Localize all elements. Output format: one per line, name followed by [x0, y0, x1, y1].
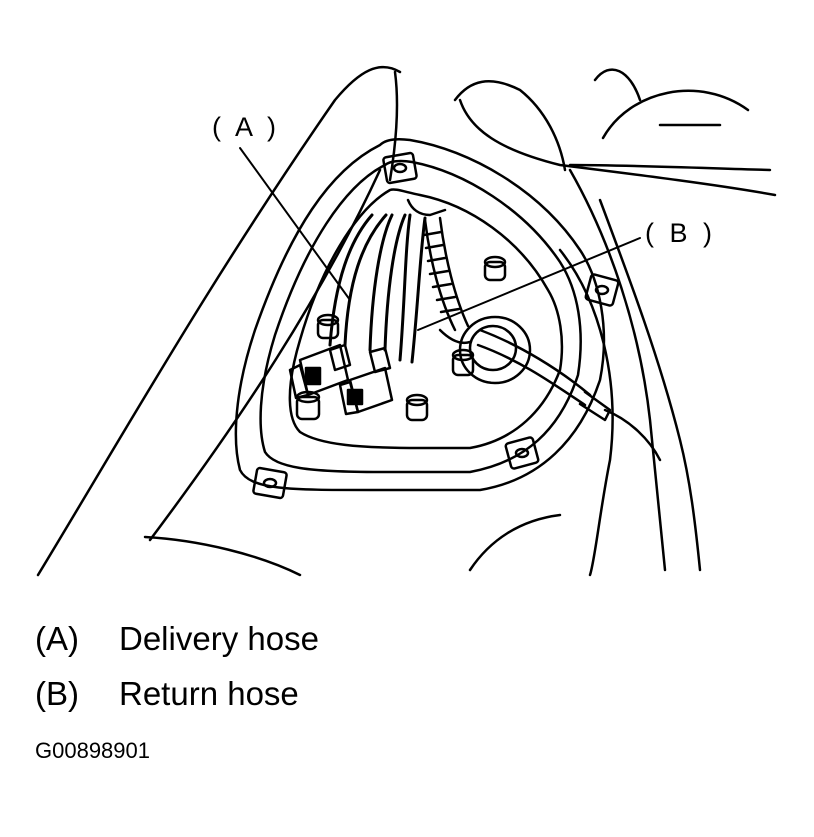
legend-label: Return hose	[119, 675, 299, 712]
legend-key: (A)	[35, 620, 79, 657]
figure-id: G00898901	[35, 738, 150, 763]
pump-connector-plug	[438, 315, 662, 462]
fuel-hoses	[328, 213, 427, 364]
callout-label-a: ( A )	[212, 112, 281, 142]
legend-row-return-hose: (B) Return hose	[35, 675, 299, 713]
mounting-studs	[295, 255, 507, 422]
legend-key: (B)	[35, 675, 79, 712]
callout-label-b: ( B )	[645, 218, 716, 248]
wiring-harness	[406, 198, 470, 332]
leader-lines	[239, 147, 641, 331]
legend-label: Delivery hose	[119, 620, 319, 657]
fuel-pump-access-illustration	[36, 65, 777, 577]
legend-row-delivery-hose: (A) Delivery hose	[35, 620, 319, 658]
hose-connectors	[288, 343, 394, 416]
access-hole-flange	[234, 137, 606, 492]
flange-bolts	[252, 151, 620, 500]
body-panel-lines	[36, 65, 777, 577]
